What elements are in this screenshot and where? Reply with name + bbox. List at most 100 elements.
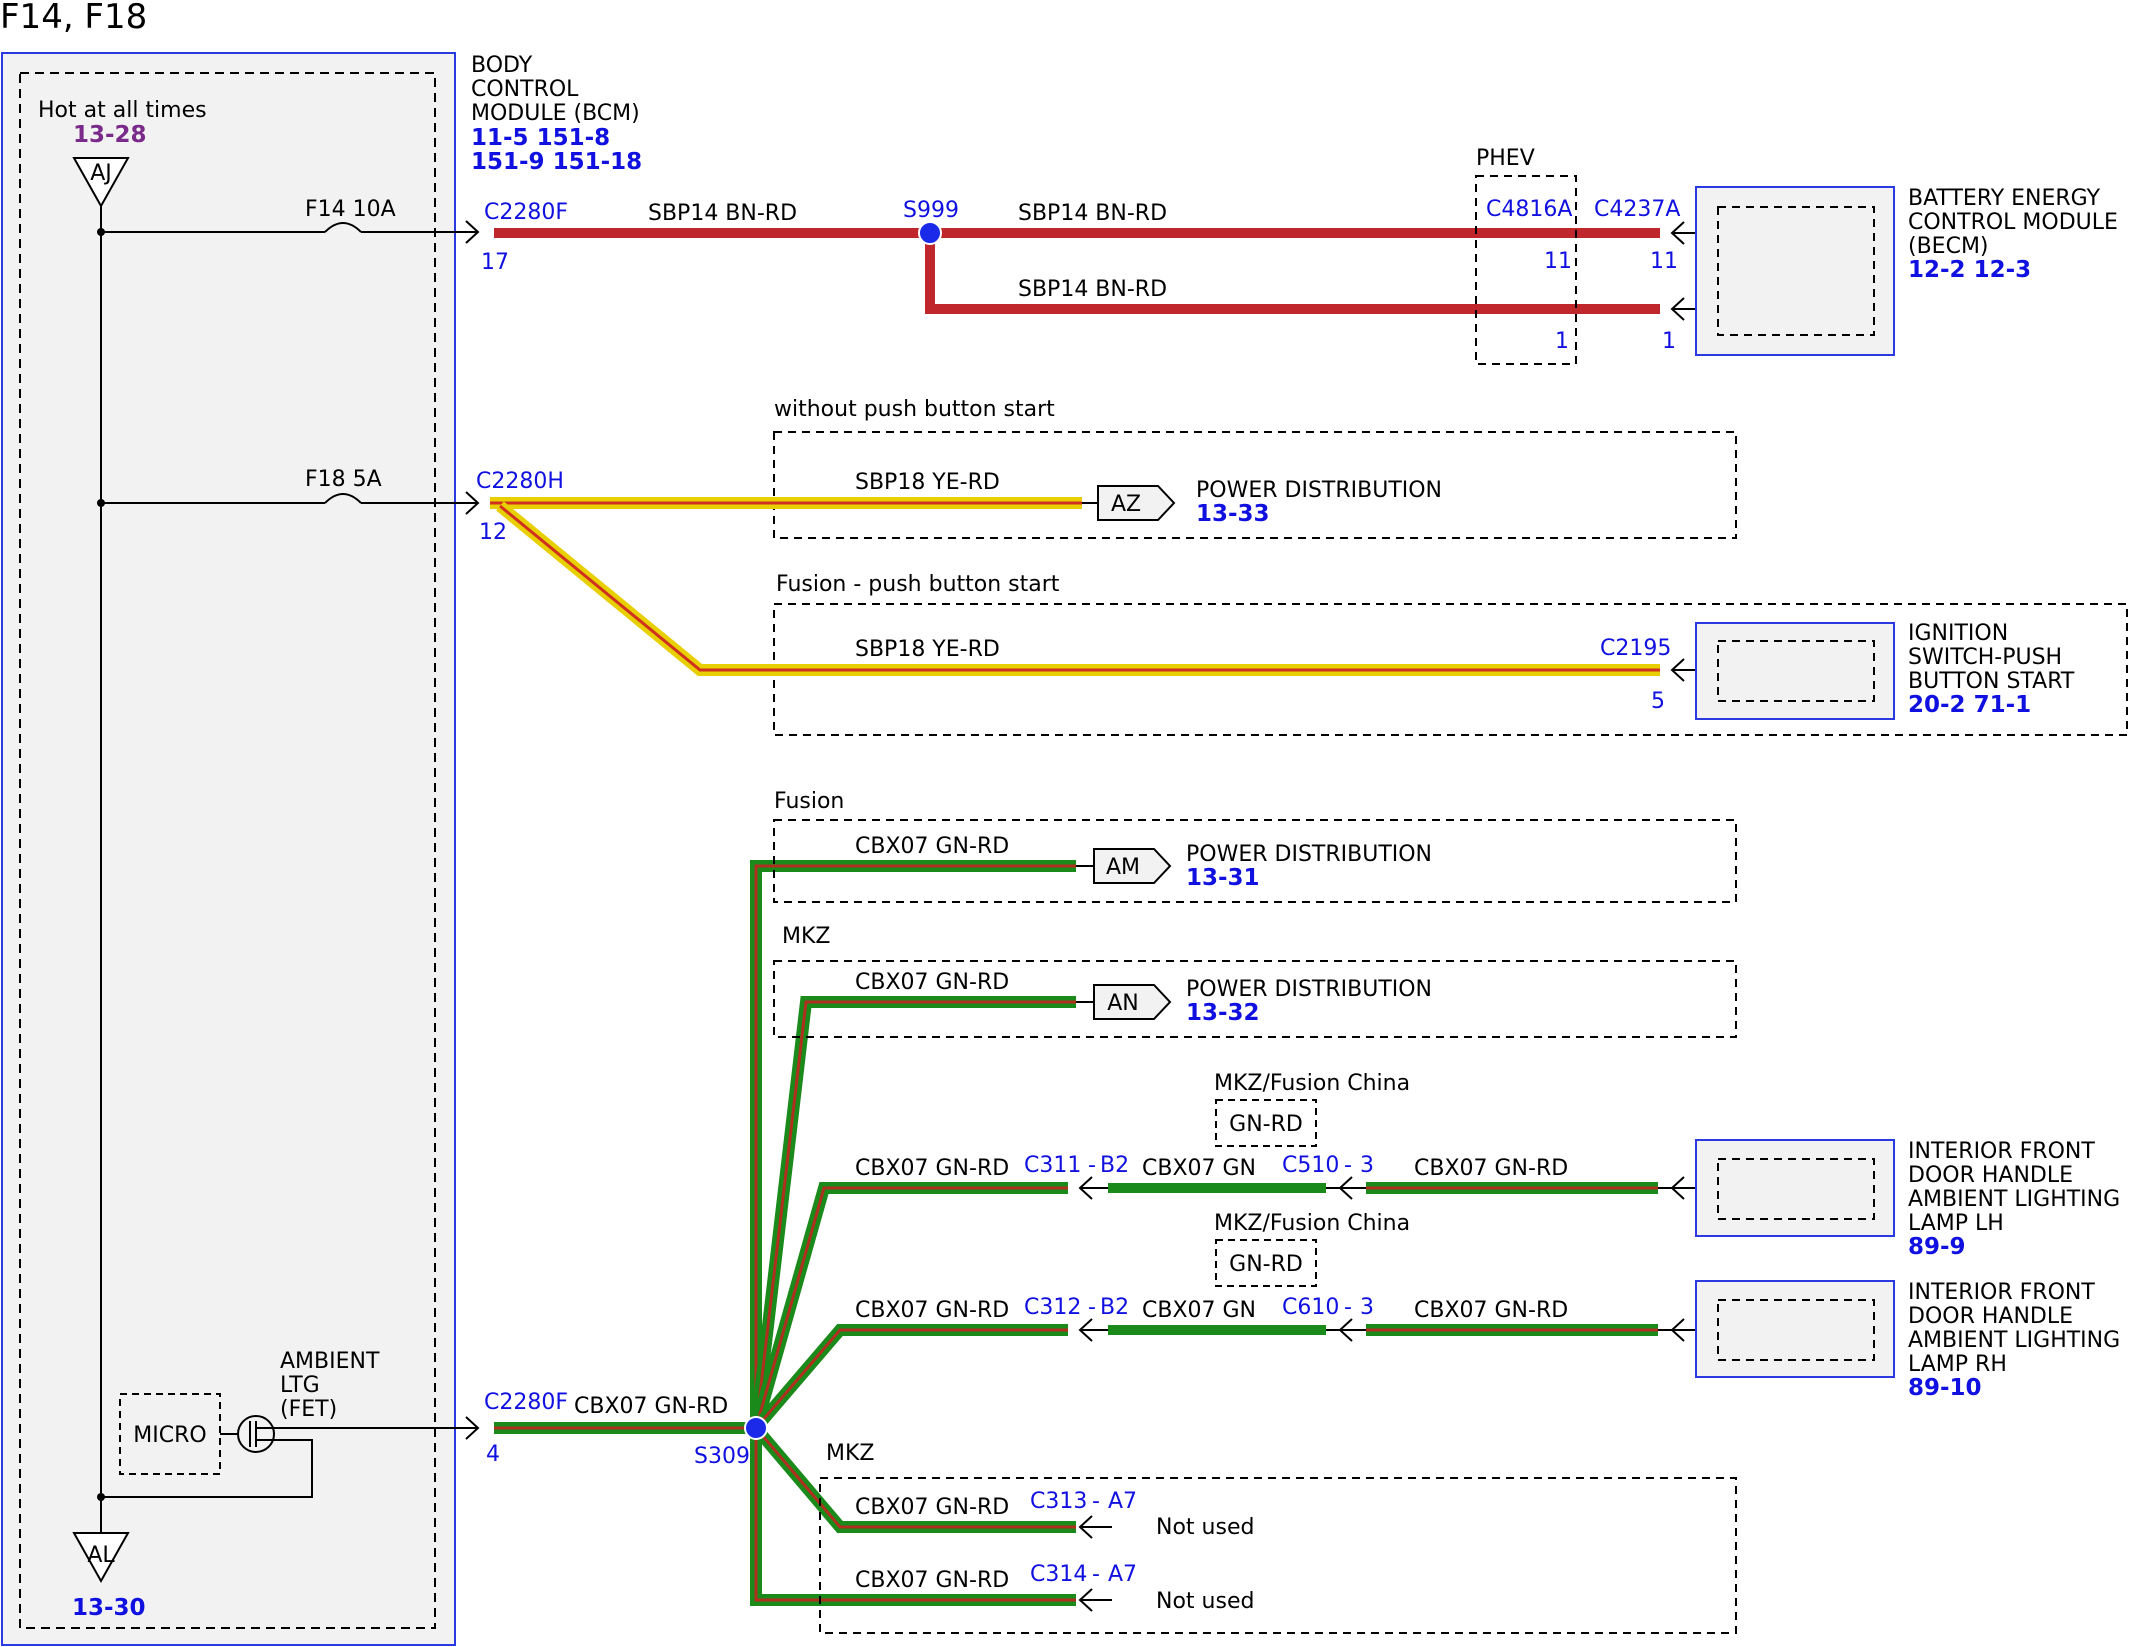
az-ref: 13-33 bbox=[1196, 501, 1270, 527]
c4816a-label: C4816A bbox=[1486, 197, 1572, 222]
wire-cbx07-main-label: CBX07 GN-RD bbox=[574, 1394, 728, 1419]
c312-label: C312 bbox=[1024, 1295, 1081, 1320]
without-push-caption: without push button start bbox=[774, 397, 1055, 422]
becm-name-line1: BATTERY ENERGY bbox=[1908, 186, 2101, 211]
az-connector bbox=[1097, 485, 1176, 521]
c2280f-bottom-pin: 4 bbox=[486, 1442, 500, 1467]
ignition-refs: 20-2 71-1 bbox=[1908, 692, 2031, 718]
fusion-option-box bbox=[773, 819, 1737, 903]
c2280f-bottom-label: C2280F bbox=[484, 1390, 568, 1415]
bcm-refs-line1: 11-5 151-8 bbox=[471, 125, 610, 151]
splice-s999 bbox=[918, 221, 942, 245]
c510-pin: 3 bbox=[1360, 1153, 1374, 1178]
wire-lh-gn-label: CBX07 GN bbox=[1142, 1156, 1256, 1181]
c510-label: C510 bbox=[1282, 1153, 1339, 1178]
az-desc: POWER DISTRIBUTION bbox=[1196, 478, 1442, 503]
c2195-pin: 5 bbox=[1651, 689, 1665, 714]
c313-label: C313 bbox=[1030, 1489, 1087, 1514]
ignition-name-line3: BUTTON START bbox=[1908, 669, 2075, 694]
rh-option-box bbox=[1215, 1239, 1317, 1287]
splice-s309 bbox=[744, 1416, 768, 1440]
c313-not-used: Not used bbox=[1156, 1515, 1254, 1540]
s999-label: S999 bbox=[903, 198, 959, 223]
c314-pin: A7 bbox=[1108, 1562, 1137, 1587]
ignition-module-box bbox=[1695, 622, 1895, 720]
rh-name-line3: AMBIENT LIGHTING bbox=[1908, 1328, 2120, 1353]
rh-option-wire: GN-RD bbox=[1229, 1252, 1303, 1277]
without-push-option-box bbox=[773, 431, 1737, 539]
lh-name-line1: INTERIOR FRONT bbox=[1908, 1139, 2095, 1164]
micro-label: MICRO bbox=[133, 1423, 206, 1448]
c4816a-pin1: 1 bbox=[1555, 329, 1569, 354]
fuse-f18-label: F18 5A bbox=[305, 467, 382, 492]
wire-sbp18-a-label: SBP18 YE-RD bbox=[855, 470, 1000, 495]
cbx07-branches bbox=[750, 860, 1076, 1606]
bcm-refs-line2: 151-9 151-18 bbox=[471, 149, 642, 175]
hot-ref: 13-28 bbox=[73, 122, 147, 148]
ground-triangle-al bbox=[72, 1532, 130, 1584]
bcm-module-box bbox=[1, 52, 456, 1646]
mkz-caption-notused: MKZ bbox=[826, 1441, 874, 1466]
wire-sbp14-b-label: SBP14 BN-RD bbox=[1018, 201, 1167, 226]
fet-icon bbox=[237, 1415, 275, 1453]
ignition-inner bbox=[1717, 640, 1875, 702]
becm-module-box bbox=[1695, 186, 1895, 356]
c311-label: C311 bbox=[1024, 1153, 1081, 1178]
c313-pin: A7 bbox=[1108, 1489, 1137, 1514]
wire-an-label: CBX07 GN-RD bbox=[855, 970, 1009, 995]
c4237a-pin1: 1 bbox=[1662, 329, 1676, 354]
ignition-name-line2: SWITCH-PUSH bbox=[1908, 645, 2062, 670]
c2280h-label: C2280H bbox=[476, 469, 564, 494]
lh-lamp-inner bbox=[1717, 1158, 1875, 1220]
bcm-name-line1: BODY bbox=[471, 53, 533, 78]
lh-name-line4: LAMP LH bbox=[1908, 1211, 2004, 1236]
bcm-name-line2: CONTROL bbox=[471, 77, 579, 102]
wire-sbp14-a-label: SBP14 BN-RD bbox=[648, 201, 797, 226]
mkz-caption-an: MKZ bbox=[782, 924, 830, 949]
page-title: F14, F18 bbox=[0, 0, 147, 37]
fuse-f14-label: F14 10A bbox=[305, 197, 396, 222]
c314-dash: - bbox=[1092, 1562, 1100, 1587]
an-label: AN bbox=[1107, 991, 1139, 1016]
am-connector bbox=[1093, 848, 1172, 884]
lh-name-line3: AMBIENT LIGHTING bbox=[1908, 1187, 2120, 1212]
rh-lamp-inner bbox=[1717, 1299, 1875, 1361]
c312-pin: B2 bbox=[1100, 1295, 1129, 1320]
ground-triangle-aj bbox=[72, 157, 130, 209]
wire-c314-label: CBX07 GN-RD bbox=[855, 1568, 1009, 1593]
fet-label-line1: AMBIENT bbox=[280, 1349, 380, 1374]
wire-sbp18-b-label: SBP18 YE-RD bbox=[855, 637, 1000, 662]
al-ref: 13-30 bbox=[72, 1595, 146, 1621]
wire-sbp14-c bbox=[925, 233, 1660, 314]
an-desc: POWER DISTRIBUTION bbox=[1186, 977, 1432, 1002]
becm-name-line3: (BECM) bbox=[1908, 234, 1989, 259]
lh-option-wire: GN-RD bbox=[1229, 1112, 1303, 1137]
c2280h-arrow bbox=[465, 491, 480, 515]
rh-lamp-box bbox=[1695, 1280, 1895, 1378]
c2280f-arrow-bottom bbox=[465, 1416, 480, 1440]
wire-rh-a-label: CBX07 GN-RD bbox=[855, 1298, 1009, 1323]
wire-lh-a-label: CBX07 GN-RD bbox=[855, 1156, 1009, 1181]
c2195-label: C2195 bbox=[1600, 636, 1671, 661]
c2280f-top-label: C2280F bbox=[484, 200, 568, 225]
c313-dash: - bbox=[1092, 1489, 1100, 1514]
wire-rh-gn-label: CBX07 GN bbox=[1142, 1298, 1256, 1323]
fuse-f18-symbol bbox=[324, 493, 362, 504]
fet-ground-return bbox=[101, 1439, 313, 1498]
becm-name-line2: CONTROL MODULE bbox=[1908, 210, 2118, 235]
rh-name-line1: INTERIOR FRONT bbox=[1908, 1280, 2095, 1305]
rh-name-line2: DOOR HANDLE bbox=[1908, 1304, 2073, 1329]
lh-lamp-box bbox=[1695, 1139, 1895, 1237]
c311-pin: B2 bbox=[1100, 1153, 1129, 1178]
am-ref: 13-31 bbox=[1186, 865, 1260, 891]
am-label: AM bbox=[1106, 855, 1140, 880]
lh-option-caption: MKZ/Fusion China bbox=[1214, 1071, 1410, 1096]
rh-option-caption: MKZ/Fusion China bbox=[1214, 1211, 1410, 1236]
hot-at-all-times-label: Hot at all times bbox=[38, 98, 207, 123]
c4816a-pin11: 11 bbox=[1544, 249, 1572, 274]
c610-label: C610 bbox=[1282, 1295, 1339, 1320]
phev-label: PHEV bbox=[1476, 146, 1535, 171]
phev-option-box bbox=[1475, 175, 1577, 365]
fuse-f14-symbol bbox=[324, 222, 362, 233]
am-desc: POWER DISTRIBUTION bbox=[1186, 842, 1432, 867]
